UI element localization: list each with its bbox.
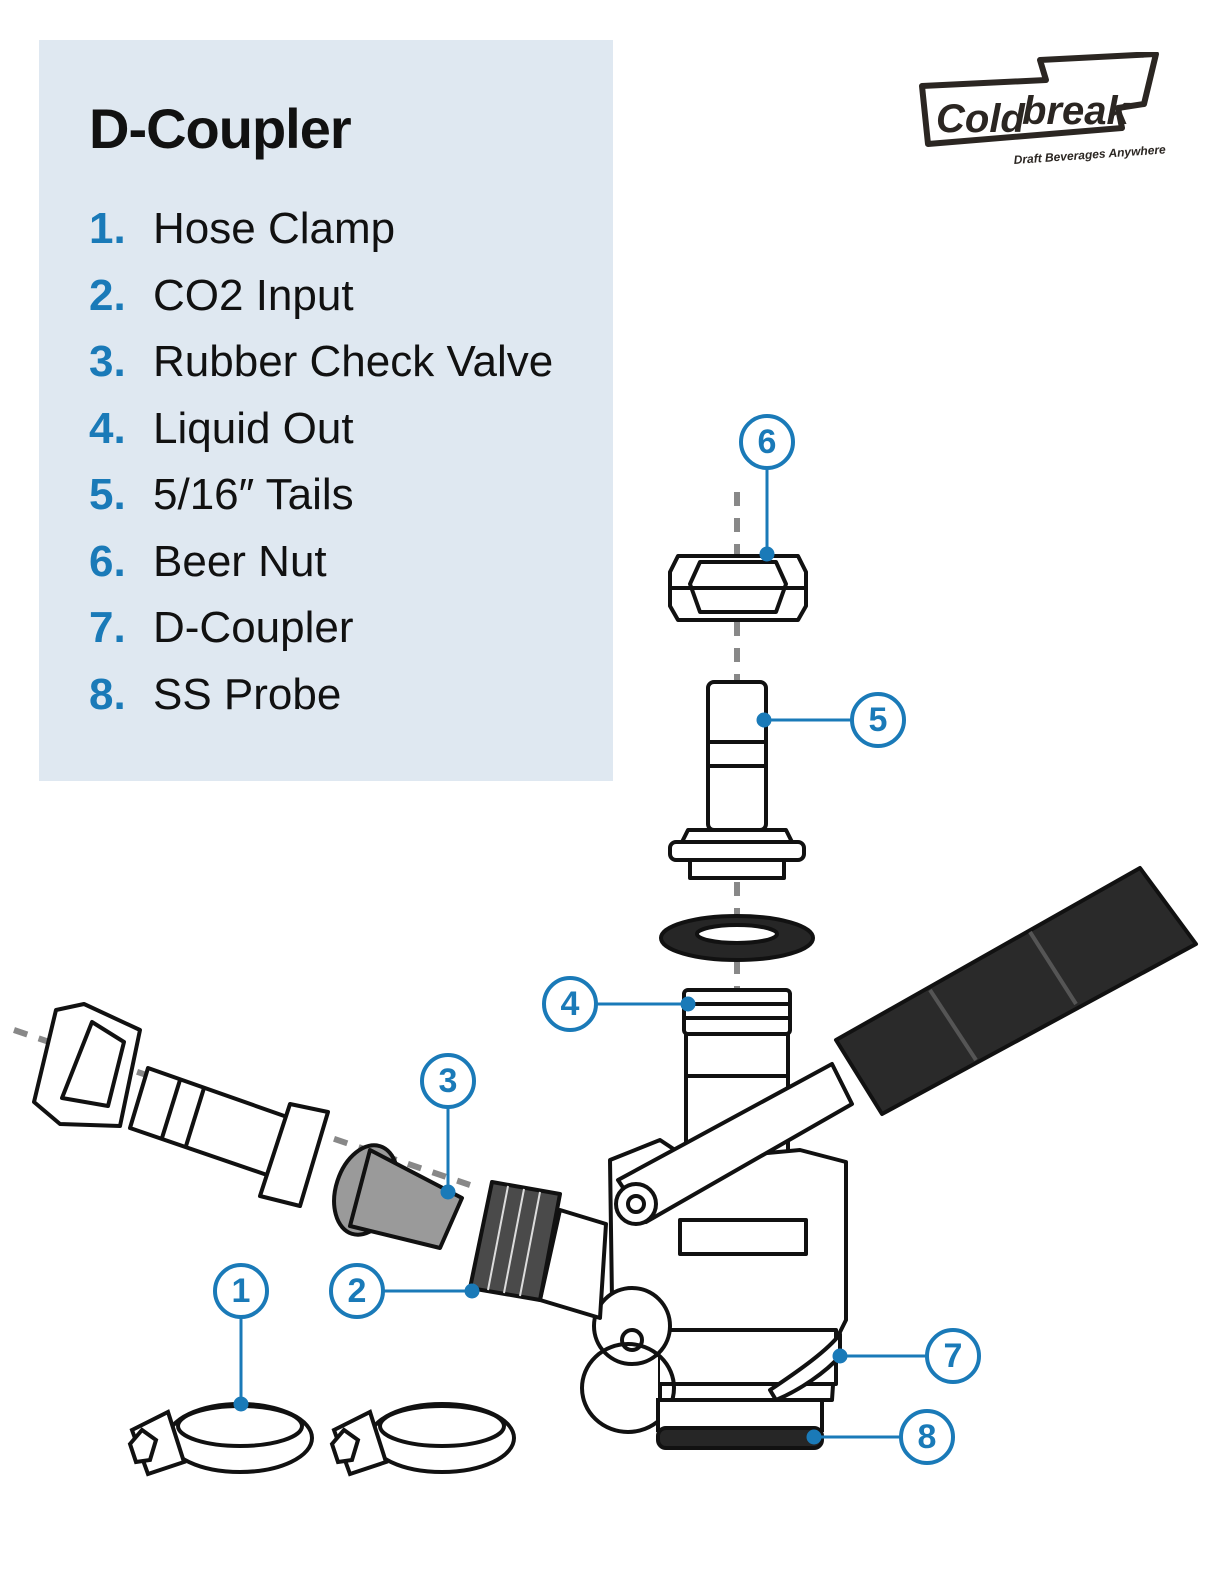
leader-lines [233, 469, 926, 1445]
part-label: CO2 Input [153, 270, 354, 320]
callout-number: 5 [869, 701, 888, 739]
callout-number: 1 [232, 1272, 251, 1310]
callout-4: 4 [542, 976, 598, 1032]
callout-6: 6 [739, 414, 795, 470]
part-number: 3. [89, 337, 126, 387]
callout-1: 1 [213, 1263, 269, 1319]
hose-clamp-right [329, 1402, 516, 1477]
logo-word-break: break [1022, 89, 1130, 133]
callout-8: 8 [899, 1409, 955, 1465]
coldbreak-logo: Cold break Draft Beverages Anywhere [919, 52, 1166, 167]
washer [659, 914, 815, 962]
callout-number: 6 [758, 423, 777, 461]
part-number: 6. [89, 536, 126, 586]
callout-number: 3 [439, 1062, 458, 1100]
part-label: 5/16″ Tails [153, 470, 354, 520]
callout-5: 5 [850, 692, 906, 748]
part-number: 1. [89, 204, 126, 254]
part-label: SS Probe [153, 669, 342, 719]
part-label: Hose Clamp [153, 204, 396, 254]
ss-probe [656, 1398, 824, 1450]
callout-2: 2 [329, 1263, 385, 1319]
part-number: 2. [89, 270, 126, 320]
part-number: 7. [89, 603, 126, 653]
part-item-liquid-out: 4. Liquid Out [89, 396, 553, 463]
beer-nut-vertical [668, 554, 808, 622]
part-label: Beer Nut [153, 536, 327, 586]
part-item-d-coupler: 7. D-Coupler [89, 595, 553, 662]
part-label: Rubber Check Valve [153, 337, 554, 387]
part-number: 4. [89, 403, 126, 453]
part-item-hose-clamp: 1. Hose Clamp [89, 196, 553, 263]
part-item-co2-input: 2. CO2 Input [89, 263, 553, 330]
tail-fitting-horizontal [128, 1066, 330, 1208]
lever-handle [614, 866, 1198, 1226]
co2-input-port [468, 1180, 608, 1320]
part-number: 8. [89, 669, 126, 719]
part-item-ss-probe: 8. SS Probe [89, 662, 553, 729]
callout-3: 3 [420, 1053, 476, 1109]
callout-number: 7 [944, 1337, 963, 1375]
part-number: 5. [89, 470, 126, 520]
beer-nut-horizontal [32, 1002, 142, 1128]
rubber-check-valve [332, 1143, 464, 1250]
legend-panel [39, 40, 613, 781]
tail-fitting-vertical [668, 680, 806, 880]
logo-word-cold: Cold [936, 97, 1026, 141]
legend-title: D-Coupler [89, 97, 352, 160]
callout-number: 2 [348, 1272, 367, 1310]
callout-number: 4 [561, 985, 580, 1023]
part-item-tails: 5. 5/16″ Tails [89, 462, 553, 529]
callout-7: 7 [925, 1328, 981, 1384]
part-label: Liquid Out [153, 403, 354, 453]
part-label: D-Coupler [153, 603, 354, 653]
parts-list: 1. Hose Clamp 2. CO2 Input 3. Rubber Check … [89, 196, 553, 728]
hose-clamp-left [127, 1402, 314, 1477]
part-item-check-valve: 3. Rubber Check Valve [89, 329, 553, 396]
callout-number: 8 [918, 1418, 937, 1456]
part-item-beer-nut: 6. Beer Nut [89, 529, 553, 596]
